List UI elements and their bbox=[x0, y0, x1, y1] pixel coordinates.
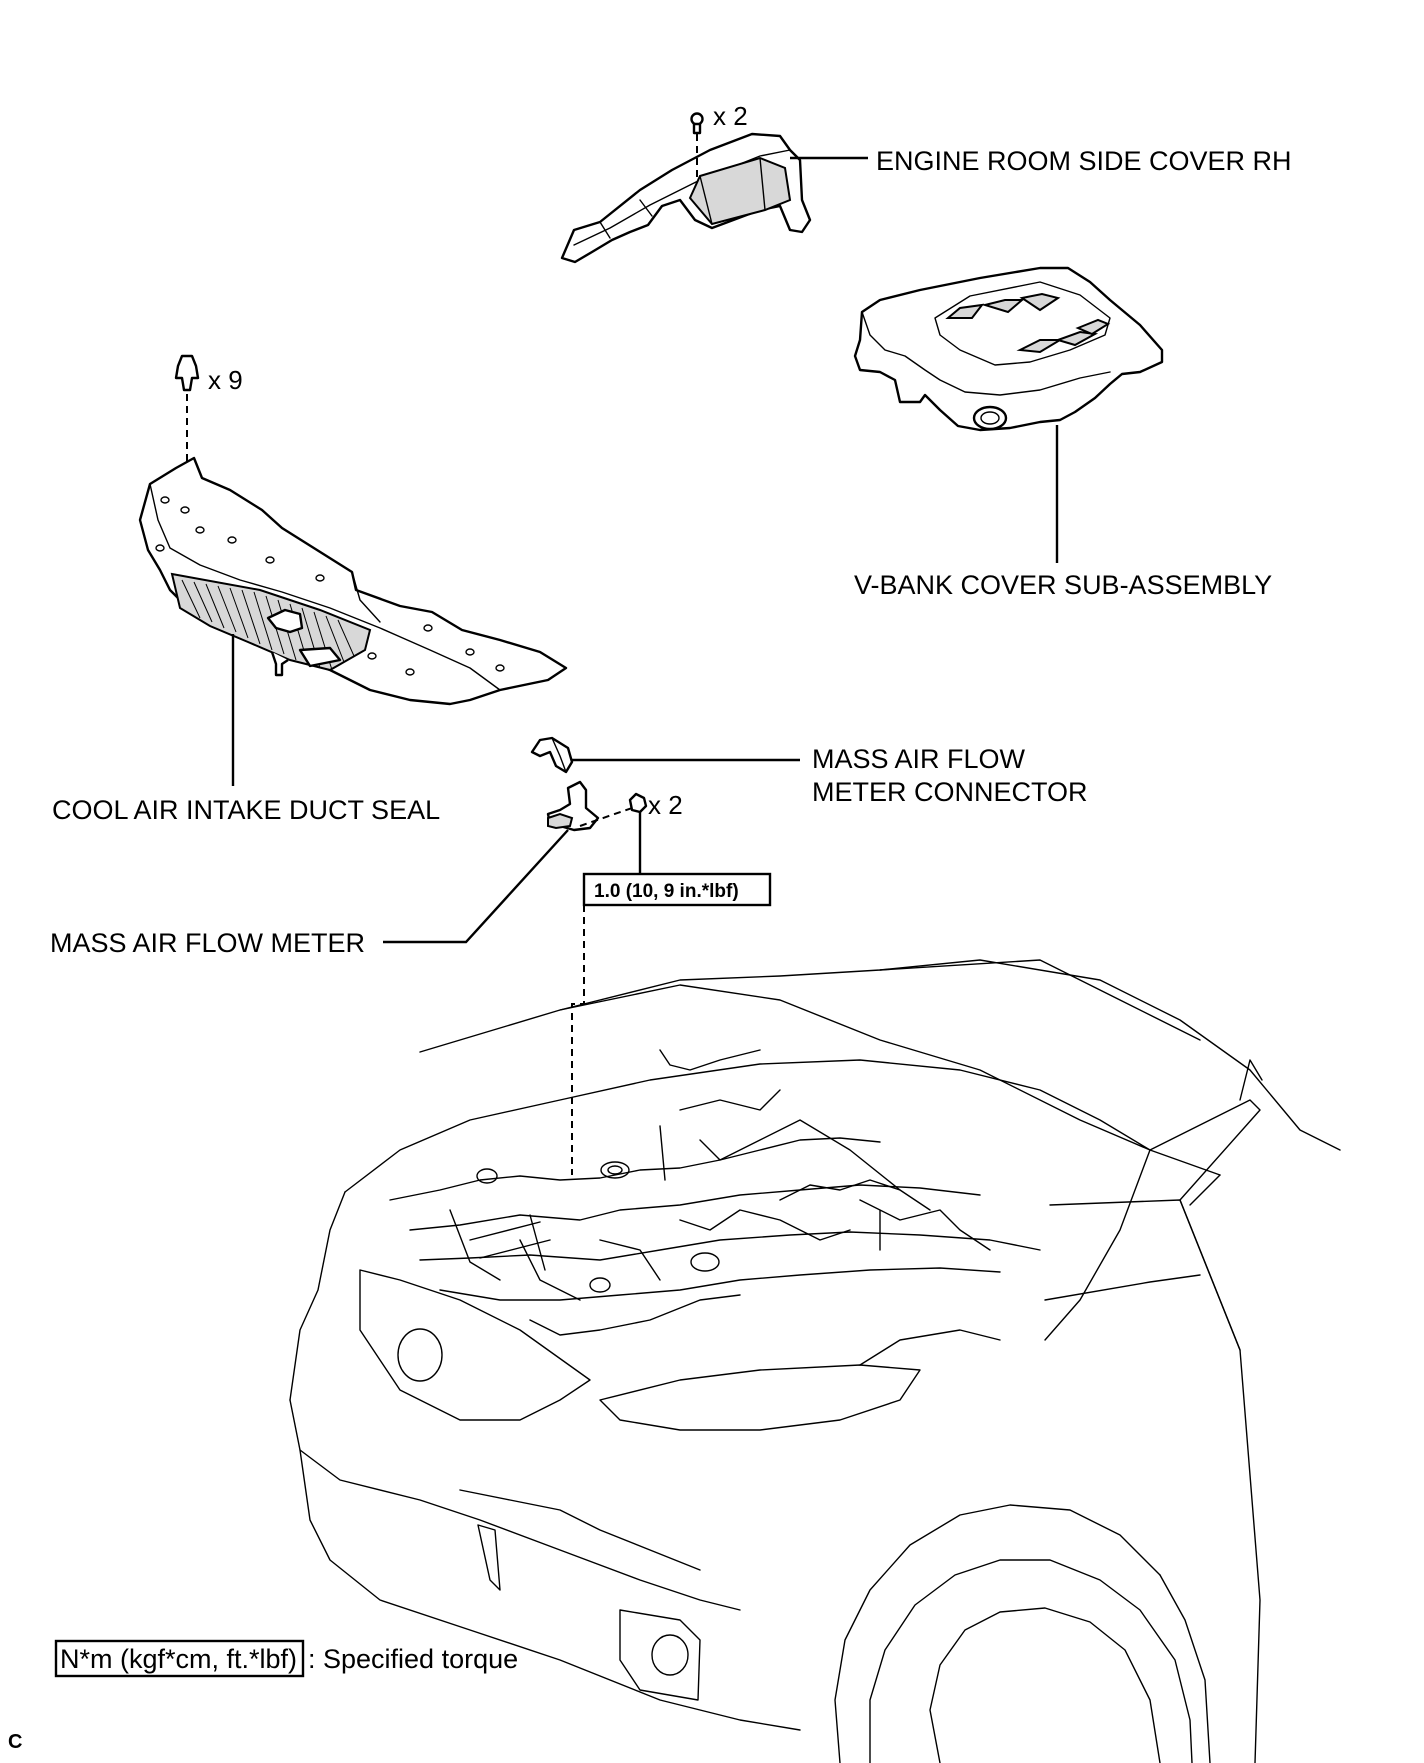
maf-connector-label-line1: MASS AIR FLOW bbox=[812, 744, 1026, 774]
engine-room-side-cover-rh-label: ENGINE ROOM SIDE COVER RH bbox=[876, 146, 1292, 176]
mass-air-flow-meter bbox=[546, 780, 600, 832]
side-cover-clip-icon bbox=[690, 112, 704, 135]
duct-seal-hatched-panel bbox=[170, 572, 372, 672]
engine-room-side-cover-rh bbox=[560, 132, 812, 264]
cool-air-intake-duct-seal-label: COOL AIR INTAKE DUCT SEAL bbox=[52, 795, 440, 825]
torque-value: 1.0 (10, 9 in.*lbf) bbox=[594, 881, 739, 902]
vehicle-engine-bay bbox=[289, 959, 1341, 1763]
duct-seal-clip-icon bbox=[174, 354, 200, 392]
figure-code: C bbox=[8, 1731, 22, 1753]
cool-air-intake-duct-seal bbox=[138, 456, 568, 706]
duct-seal-clip-quantity: x 9 bbox=[208, 365, 243, 395]
torque-legend: N*m (kgf*cm, ft.*lbf) : Specified torque bbox=[54, 1639, 518, 1678]
v-bank-cover-fins bbox=[945, 292, 1111, 354]
mass-air-flow-meter-label: MASS AIR FLOW METER bbox=[50, 928, 365, 958]
v-bank-cover-sub-assembly bbox=[853, 266, 1164, 432]
duct-seal-holes bbox=[155, 496, 505, 676]
side-cover-clip-quantity: x 2 bbox=[713, 101, 748, 131]
mass-air-flow-meter-connector bbox=[530, 736, 574, 774]
v-bank-cover-label: V-BANK COVER SUB-ASSEMBLY bbox=[854, 570, 1272, 600]
legend-unit-box: N*m (kgf*cm, ft.*lbf) bbox=[60, 1644, 297, 1674]
maf-connector-label-line2: METER CONNECTOR bbox=[812, 777, 1088, 807]
torque-box: 1.0 (10, 9 in.*lbf) bbox=[582, 872, 772, 907]
meter-screw-icon bbox=[628, 792, 648, 814]
meter-screw-quantity: x 2 bbox=[648, 790, 683, 820]
legend-description: : Specified torque bbox=[308, 1644, 518, 1674]
